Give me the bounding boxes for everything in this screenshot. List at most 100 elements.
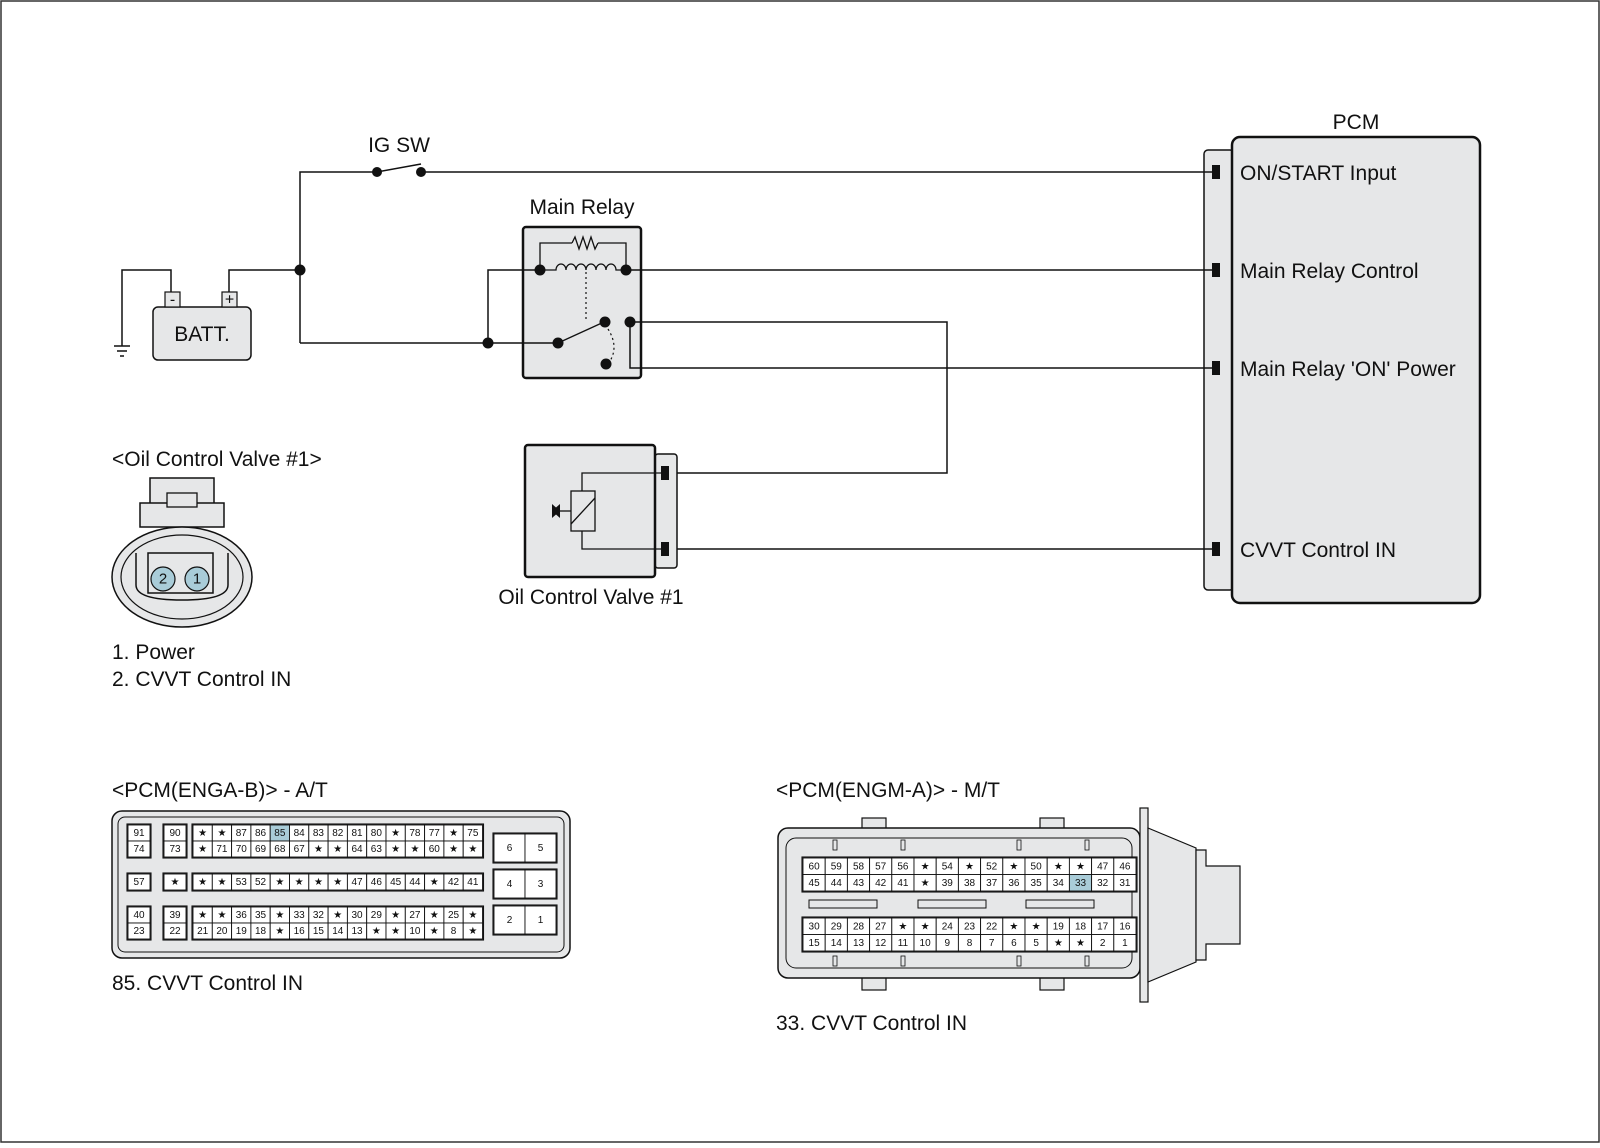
pcm-engm-housing-inner — [785, 837, 1133, 969]
connector-pin: 6 — [493, 833, 526, 863]
connector-pin: 46 — [366, 873, 387, 891]
ignition-switch: IG SW — [294, 134, 1212, 343]
connector-pin: 70 — [231, 840, 252, 858]
pin-number: 5 — [538, 843, 544, 854]
connector-pin: 24 — [935, 917, 959, 935]
connector-pin: 63 — [366, 840, 387, 858]
pin-number: 27 — [875, 921, 887, 932]
pcm-engm-rib — [900, 955, 906, 967]
pcm-enga-note: 85. CVVT Control IN — [112, 972, 303, 995]
pin-number: ★ — [430, 877, 439, 888]
connector-pin: 16 — [289, 922, 310, 940]
connector-pin: 87 — [231, 824, 252, 842]
pin-number: ★ — [430, 926, 439, 937]
connector-pin: 11 — [891, 934, 915, 952]
connector-pin: 56 — [891, 857, 915, 875]
pin-number: 64 — [351, 844, 363, 855]
pin-number: 69 — [255, 844, 267, 855]
connector-pin: 14 — [327, 922, 348, 940]
pin-number: ★ — [275, 910, 284, 921]
pin-number: ★ — [410, 844, 419, 855]
pin-number: ★ — [171, 877, 180, 888]
connector-pin: ★ — [1068, 934, 1093, 952]
pin-number: 38 — [964, 878, 976, 889]
connector-pin: 90 — [163, 824, 187, 842]
connector-pin: 35 — [1024, 874, 1048, 892]
pin-number: 16 — [294, 926, 306, 937]
relay-switch-blade — [557, 321, 605, 344]
pin-number: 44 — [831, 878, 843, 889]
pin-number: 84 — [294, 828, 306, 839]
connector-pin: 42 — [443, 873, 464, 891]
pin-number: 52 — [986, 861, 998, 872]
pcm-enga-housing-inner — [117, 816, 565, 953]
pin-number: 75 — [467, 828, 479, 839]
pin-number: 41 — [467, 877, 479, 888]
pin-number: ★ — [391, 828, 400, 839]
pin-number: 15 — [313, 926, 325, 937]
pin-number: 13 — [853, 938, 865, 949]
pin-number: 22 — [169, 926, 181, 937]
connector-pin: 19 — [231, 922, 252, 940]
pin-number: 28 — [853, 921, 865, 932]
pin-number: 46 — [1119, 861, 1131, 872]
pin-number: 24 — [942, 921, 954, 932]
pin-number: 63 — [371, 844, 383, 855]
pin-number: 78 — [409, 828, 421, 839]
connector-pin: 27 — [404, 906, 426, 924]
pin-number: 81 — [351, 828, 363, 839]
pin-number: 74 — [133, 844, 145, 855]
connector-pin: ★ — [957, 857, 982, 875]
connector-pin: ★ — [192, 840, 213, 858]
ocv-connector-pin-label: 1 — [193, 571, 201, 588]
pcm-engm-key-slot — [1025, 899, 1095, 909]
pin-number: ★ — [391, 910, 400, 921]
pcm-engm-flange — [1139, 807, 1149, 1003]
connector-pin: 8 — [443, 922, 464, 940]
connector-pin: 37 — [980, 874, 1004, 892]
relay-resistor-lead — [598, 242, 627, 270]
connector-pin: 23 — [957, 917, 982, 935]
pin-number: 14 — [332, 926, 344, 937]
pin-number: ★ — [333, 877, 342, 888]
relay-coil-icon — [540, 263, 626, 271]
pcm-module: PCM ON/START Input Main Relay Control Ma… — [1203, 111, 1482, 605]
ocv-connector-pin — [184, 566, 210, 592]
pin-number: 44 — [409, 877, 421, 888]
pin-number: 19 — [1053, 921, 1065, 932]
pcm-engm-rib — [900, 839, 906, 851]
connector-pin: 41 — [462, 873, 483, 891]
connector-pin: 3 — [524, 869, 557, 899]
relay-wiring — [300, 269, 1212, 550]
pin-number: ★ — [275, 877, 284, 888]
connector-pin: 44 — [404, 873, 426, 891]
pin-number: ★ — [1009, 921, 1018, 932]
connector-pin: ★ — [462, 840, 483, 858]
connector-pin: ★ — [443, 824, 464, 842]
pin-number: 35 — [1031, 878, 1043, 889]
main-relay-box — [521, 225, 643, 380]
pin-number: 39 — [169, 910, 181, 921]
pin-number: 4 — [507, 879, 513, 890]
pin-number: 42 — [875, 878, 887, 889]
connector-pin: 59 — [824, 857, 848, 875]
pin-group-frame — [126, 905, 152, 941]
connector-pin: 18 — [1068, 917, 1093, 935]
connector-pin: 73 — [163, 840, 187, 858]
pin-number: ★ — [372, 926, 381, 937]
connector-pin: 29 — [366, 906, 387, 924]
main-relay-on-power-wire — [629, 322, 1212, 369]
connector-pin: 34 — [1046, 874, 1070, 892]
connector-pin: 1 — [524, 905, 557, 935]
pin-number: 45 — [390, 877, 402, 888]
pin-number: 8 — [451, 926, 457, 937]
ocv-connector-pin — [150, 566, 176, 592]
pin-number: 16 — [1119, 921, 1131, 932]
connector-pin: 32 — [1091, 874, 1115, 892]
connector-pin: 10 — [404, 922, 426, 940]
pcm-engm-rib — [1016, 839, 1022, 851]
pin-number: ★ — [295, 877, 304, 888]
connector-pin: 44 — [824, 874, 848, 892]
connector-pin: 60 — [424, 840, 445, 858]
connector-pin: 83 — [308, 824, 329, 842]
